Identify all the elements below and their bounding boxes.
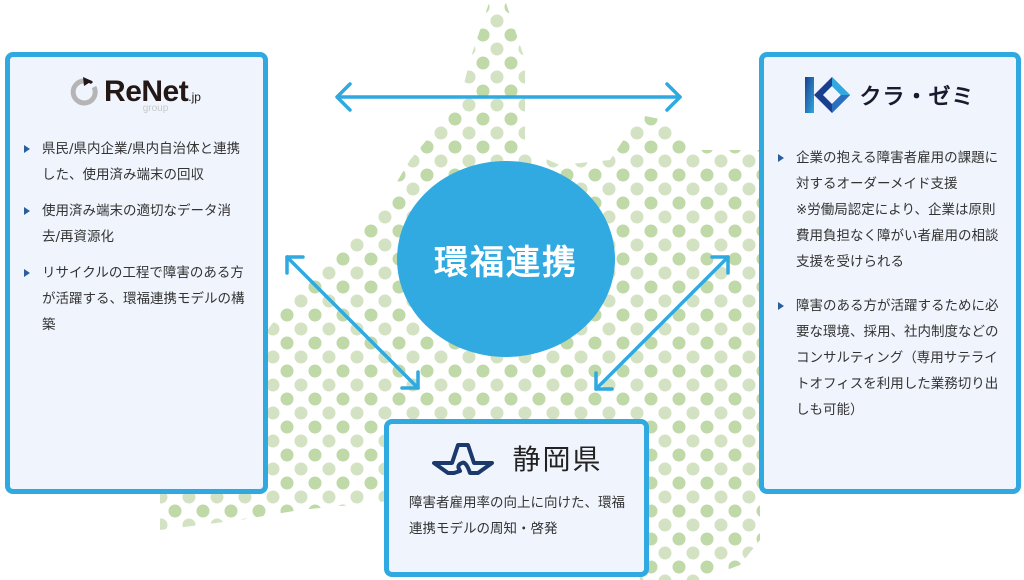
shizuoka-logo-name: 静岡県 [512,443,603,476]
kurazemi-card: クラ・ゼミ 企業の抱える障害者雇用の課題に対するオーダーメイド支援 ※労働局認定… [759,52,1021,494]
mount-fuji-emblem-icon [432,443,495,475]
kurazemi-note: ※労働局認定により、企業は原則費用負担なく障がい者雇用の相談支援を受けられる [796,202,999,270]
list-item: 使用済み端末の適切なデータ消去/再資源化 [22,198,249,250]
renet-logo-name: ReNet [104,75,189,108]
bullet-triangle-icon [24,269,30,277]
list-item: 県民/県内企業/県内自治体と連携した、使用済み端末の回収 [22,136,249,188]
shizuoka-card: 静岡県 障害者雇用率の向上に向けた、環福連携モデルの周知・啓発 [384,419,649,577]
kurazemi-logo: クラ・ゼミ [776,75,1004,115]
center-circle: 環福連携 [397,161,615,357]
center-label: 環福連携 [434,242,578,283]
renet-logo-sub: group [142,103,169,114]
shizuoka-logo: 静岡県 [409,438,626,478]
kurazemi-logo-name: クラ・ゼミ [859,85,975,110]
list-item: 企業の抱える障害者雇用の課題に対するオーダーメイド支援 ※労働局認定により、企業… [776,145,1004,275]
bullet-triangle-icon [778,154,784,162]
renet-logo-suffix: .jp [188,90,201,104]
list-item: リサイクルの工程で障害のある方が活躍する、環福連携モデルの構築 [22,260,249,338]
recycle-arrow-icon [70,77,98,106]
bullet-triangle-icon [778,302,784,310]
bullet-triangle-icon [24,207,30,215]
bullet-triangle-icon [24,145,30,153]
shizuoka-description: 障害者雇用率の向上に向けた、環福連携モデルの周知・啓発 [409,495,625,537]
kurazemi-list: 企業の抱える障害者雇用の課題に対するオーダーメイド支援 ※労働局認定により、企業… [776,145,1004,423]
renet-card: ReNet .jp group 県民/県内企業/県内自治体と連携した、使用済み端… [5,52,268,494]
renet-list: 県民/県内企業/県内自治体と連携した、使用済み端末の回収 使用済み端末の適切なデ… [22,136,249,338]
list-item: 障害のある方が活躍するために必要な環境、採用、社内制度などのコンサルティング（専… [776,293,1004,423]
k-diamond-logo-icon [805,77,851,113]
renet-logo: ReNet .jp [22,75,249,109]
